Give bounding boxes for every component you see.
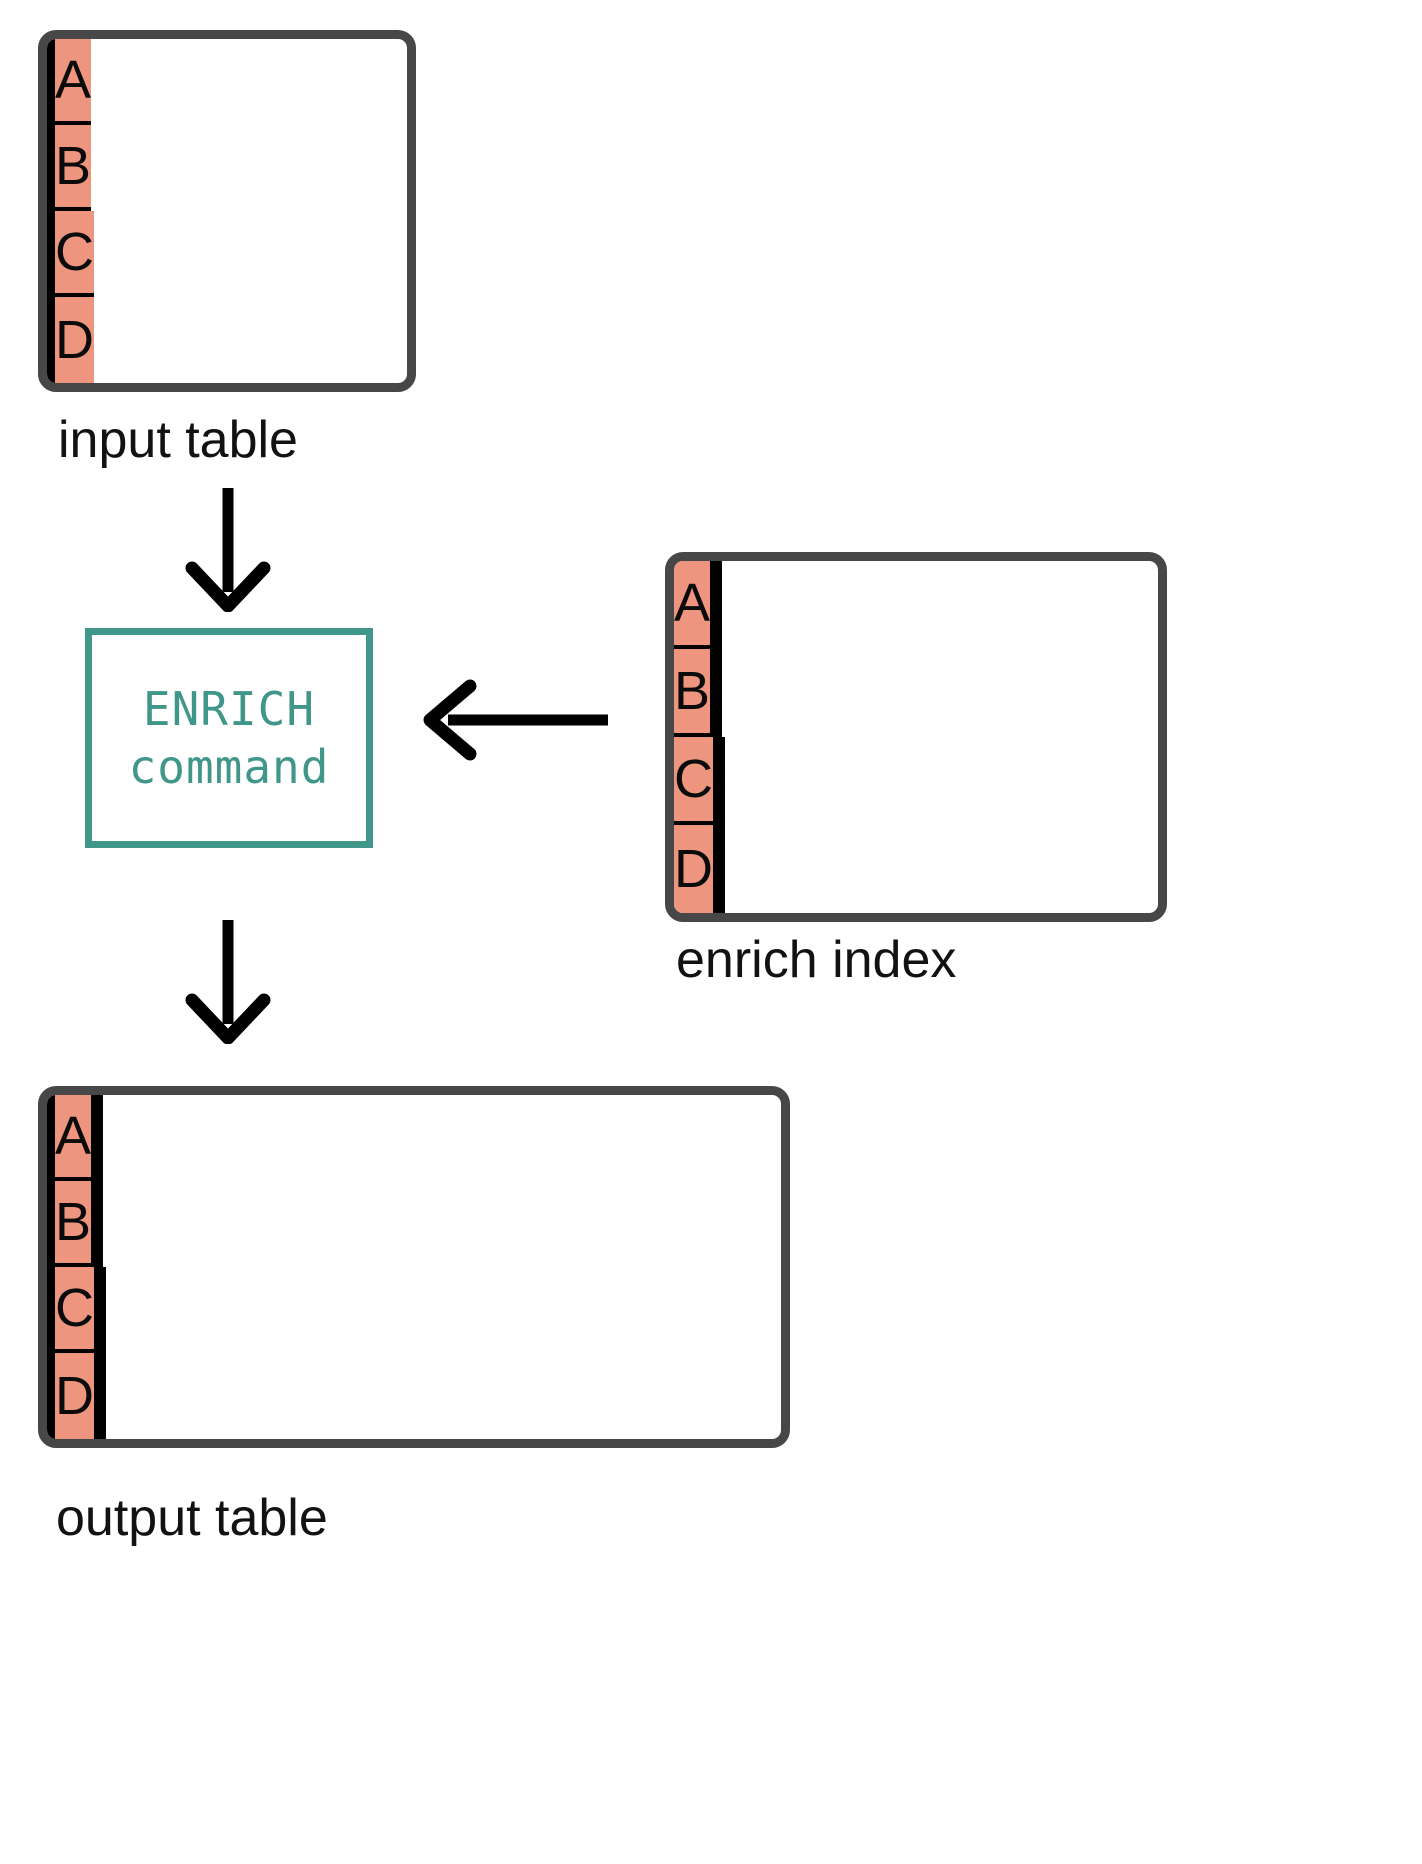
output-table-caption: output table	[56, 1489, 328, 1547]
input-table-cell: A	[55, 39, 92, 125]
output-table-cell	[102, 1267, 106, 1353]
output-table-cell	[99, 1181, 104, 1267]
output-table-cell	[51, 1267, 55, 1353]
enrich-command-line-2: command	[128, 740, 330, 794]
arrow-command-to-output-icon	[168, 920, 288, 1045]
enrich-index-cell: D	[674, 825, 717, 913]
input-table-row: B	[47, 125, 407, 211]
output-table-cell: D	[55, 1353, 98, 1439]
enrich-index-row: A	[674, 561, 1158, 649]
enrich-index-cell: B	[674, 649, 715, 737]
enrich-index-cell	[714, 561, 719, 649]
enrich-index-row: C	[674, 737, 1158, 825]
enrich-index-cell	[718, 649, 723, 737]
arrow-enrich-index-to-command-icon	[418, 672, 608, 768]
output-table-cell	[99, 1095, 104, 1181]
output-table-cell: C	[55, 1267, 98, 1353]
input-table-cell	[51, 39, 55, 125]
enrich-command-line-1: ENRICH	[142, 681, 316, 736]
input-table-cell	[47, 39, 51, 125]
input-table-cell	[47, 125, 51, 211]
output-table-cell	[98, 1267, 102, 1353]
output-table-cell	[47, 1267, 51, 1353]
output-table-cell	[47, 1353, 51, 1439]
output-table-cell	[51, 1353, 55, 1439]
arrow-input-to-enrich-icon	[168, 488, 288, 613]
input-table-cell: C	[55, 211, 94, 297]
output-table-cell	[95, 1181, 100, 1267]
input-table-cell	[51, 297, 55, 383]
enrich-index-cell	[714, 649, 719, 737]
enrich-index-cell	[717, 737, 721, 825]
enrich-index-cell	[718, 561, 723, 649]
output-table-row: B	[47, 1181, 781, 1267]
output-table-row: A	[47, 1095, 781, 1181]
input-table-caption: input table	[58, 411, 298, 469]
enrich-index-caption: enrich index	[676, 931, 957, 989]
enrich-command-box[interactable]: ENRICH command	[85, 628, 373, 848]
enrich-index-cell	[721, 737, 725, 825]
enrich-index-cell: A	[674, 561, 715, 649]
output-table-cell	[51, 1181, 55, 1267]
output-table-cell	[98, 1353, 102, 1439]
input-table-cell	[47, 211, 51, 297]
output-table-cell	[51, 1095, 55, 1181]
output-table-cell	[47, 1095, 51, 1181]
output-table-row: D	[47, 1353, 781, 1439]
output-table-cell	[95, 1095, 100, 1181]
input-table-cell	[47, 297, 51, 383]
input-table-cell	[51, 211, 55, 297]
output-table-cell	[47, 1181, 51, 1267]
enrich-index-cell	[721, 825, 725, 913]
input-table-cell: D	[55, 297, 94, 383]
enrich-index-cell: C	[674, 737, 717, 825]
enrich-index-cell	[717, 825, 721, 913]
enrich-index-row: B	[674, 649, 1158, 737]
input-table-row: C	[47, 211, 407, 297]
output-table-row: C	[47, 1267, 781, 1353]
output-table-cell	[102, 1353, 106, 1439]
input-table-cell: B	[55, 125, 92, 211]
output-table-cell: A	[55, 1095, 96, 1181]
input-table-row: A	[47, 39, 407, 125]
input-table-row: D	[47, 297, 407, 383]
input-table-cell	[51, 125, 55, 211]
enrich-index-row: D	[674, 825, 1158, 913]
output-table-cell: B	[55, 1181, 96, 1267]
